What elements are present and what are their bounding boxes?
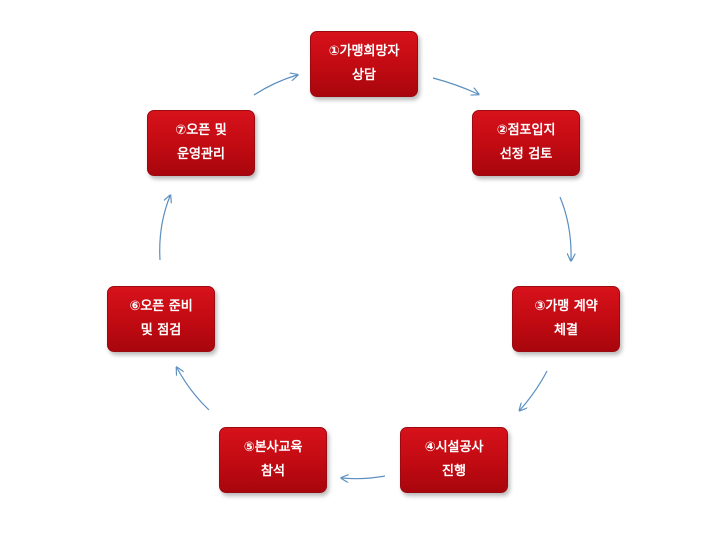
step-1-line2: 상담	[352, 68, 376, 83]
step-5-line2: 참석	[261, 464, 285, 479]
arrow-7-to-1	[253, 75, 297, 96]
step-4-construction-box: ④시설공사 진행	[400, 427, 508, 493]
step-5-line1: ⑤본사교육	[243, 440, 303, 455]
step-6-line1: ⑥오픈 준비	[129, 299, 193, 314]
step-3-franchise-contract-box: ③가맹 계약 체결	[512, 286, 620, 352]
step-3-line2: 체결	[554, 323, 578, 338]
step-7-line1: ⑦오픈 및	[175, 123, 227, 138]
step-1-line1: ①가맹희망자	[328, 44, 400, 59]
step-4-line1: ④시설공사	[424, 440, 484, 455]
arrow-4-to-5	[342, 476, 386, 479]
step-7-opening-operation-box: ⑦오픈 및 운영관리	[147, 110, 255, 176]
step-2-store-location-box: ②점포입지 선정 검토	[472, 110, 580, 176]
arrow-6-to-7	[159, 196, 170, 261]
step-6-opening-prep-box: ⑥오픈 준비 및 점검	[107, 286, 215, 352]
step-1-franchise-consultation-box: ①가맹희망자 상담	[310, 31, 418, 97]
arrow-3-to-4	[520, 370, 548, 410]
step-4-line2: 진행	[442, 464, 466, 479]
arrow-5-to-6	[177, 368, 210, 411]
arrow-1-to-2	[432, 77, 478, 94]
step-7-line2: 운영관리	[177, 147, 225, 162]
step-2-line1: ②점포입지	[496, 123, 556, 138]
step-5-hq-training-box: ⑤본사교육 참석	[219, 427, 327, 493]
step-6-line2: 및 점검	[140, 323, 182, 338]
step-3-line1: ③가맹 계약	[534, 299, 598, 314]
step-2-line2: 선정 검토	[499, 147, 553, 162]
arrow-2-to-3	[559, 196, 571, 260]
